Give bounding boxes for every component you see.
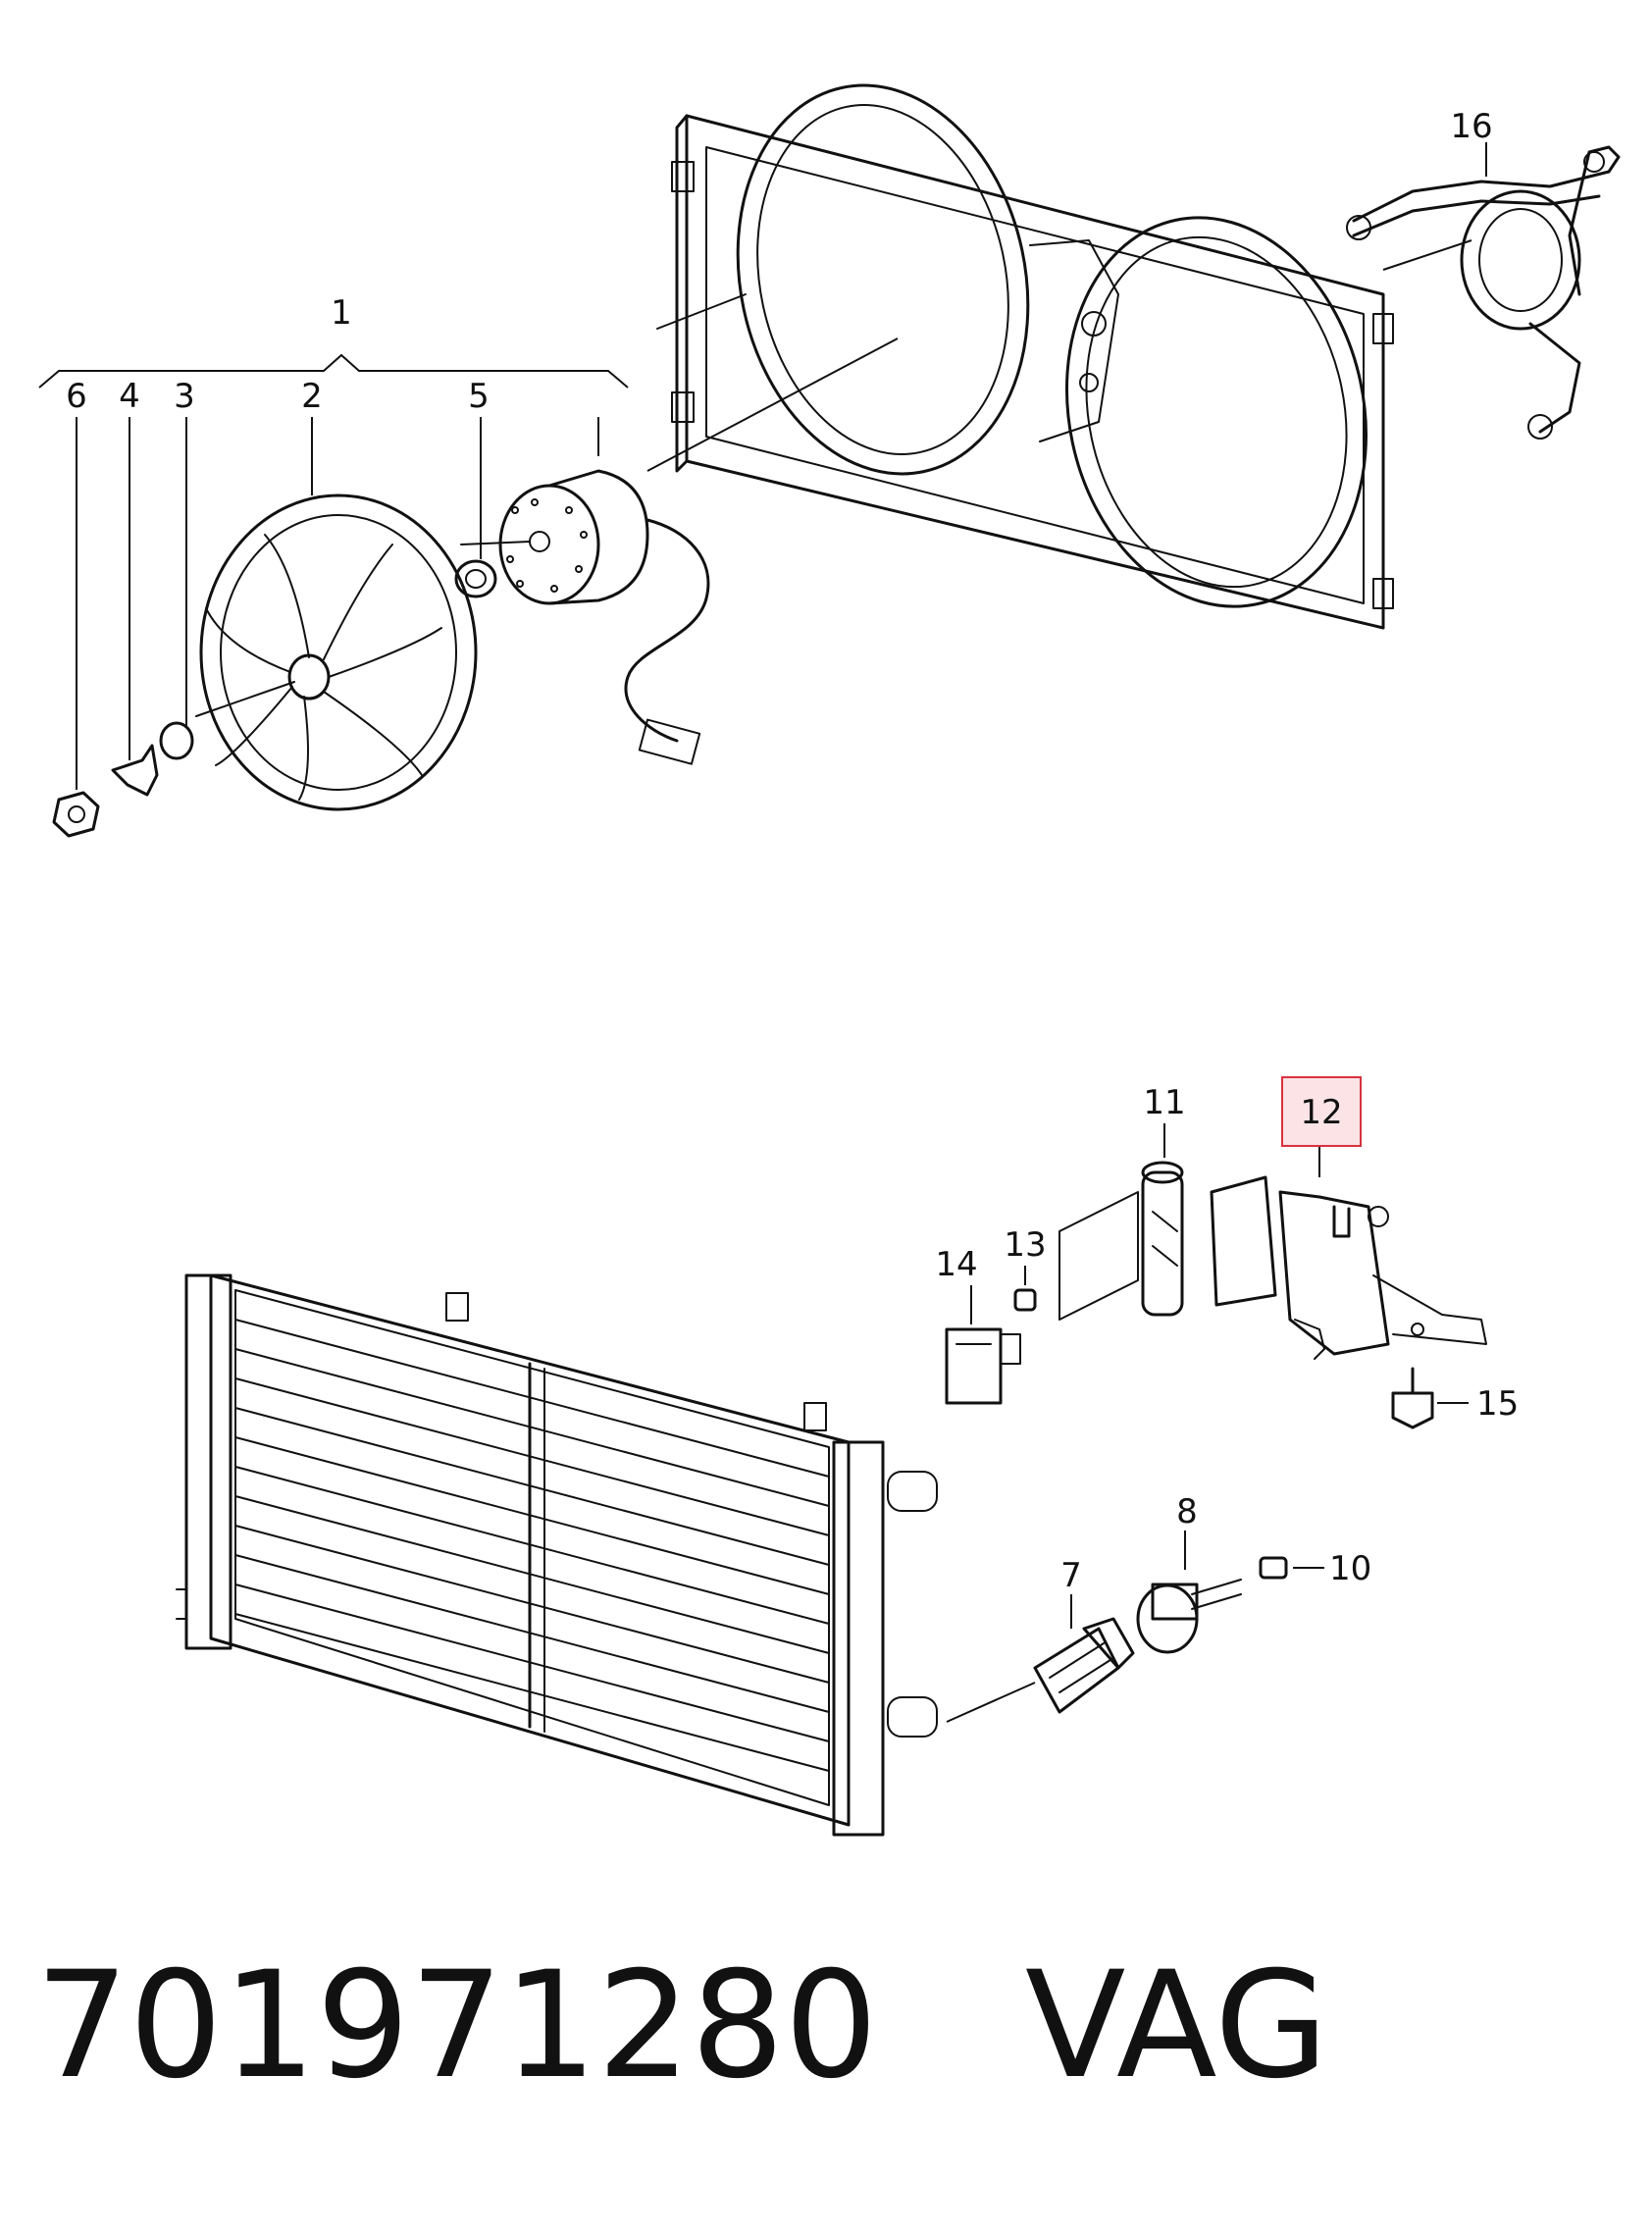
connector bbox=[945, 1327, 1021, 1405]
clip bbox=[1058, 1161, 1184, 1321]
shroud-bracket bbox=[1346, 145, 1621, 440]
callout-4[interactable]: 4 bbox=[119, 377, 140, 416]
fan-motor bbox=[460, 469, 710, 765]
fan-wheel bbox=[195, 493, 478, 811]
seal-ring bbox=[454, 559, 497, 598]
callout-5[interactable]: 5 bbox=[468, 377, 490, 416]
part-number-footer: 701971280 VAG bbox=[35, 1913, 1605, 2139]
callout-3[interactable]: 3 bbox=[174, 377, 195, 416]
radiator bbox=[176, 1273, 1036, 1837]
hex-nut bbox=[52, 791, 100, 838]
callout-12[interactable]: 12 bbox=[1300, 1093, 1342, 1132]
circlip bbox=[159, 721, 194, 760]
bush bbox=[1259, 1556, 1288, 1580]
callout-10[interactable]: 10 bbox=[1329, 1549, 1371, 1588]
callout-8[interactable]: 8 bbox=[1176, 1492, 1198, 1531]
temperature-switch bbox=[1033, 1617, 1135, 1714]
callout-6[interactable]: 6 bbox=[66, 377, 87, 416]
fan-clip bbox=[111, 744, 159, 797]
callout-1[interactable]: 1 bbox=[331, 293, 352, 333]
leader-lines bbox=[970, 1123, 1469, 1629]
bolt bbox=[1391, 1367, 1434, 1429]
callout-14[interactable]: 14 bbox=[935, 1245, 977, 1284]
retainer bbox=[1013, 1288, 1037, 1312]
callout-highlight-box bbox=[1281, 1076, 1362, 1147]
callout-16[interactable]: 16 bbox=[1450, 107, 1492, 146]
group-bracket bbox=[38, 353, 629, 389]
mounting-bracket bbox=[1210, 1175, 1487, 1360]
brand-name: VAG bbox=[1024, 1941, 1329, 2111]
callout-13[interactable]: 13 bbox=[1004, 1225, 1046, 1265]
fan-shroud bbox=[646, 83, 1394, 630]
callout-11[interactable]: 11 bbox=[1143, 1083, 1185, 1122]
callout-2[interactable]: 2 bbox=[301, 377, 323, 416]
callout-15[interactable]: 15 bbox=[1476, 1384, 1519, 1424]
part-number: 701971280 bbox=[35, 1941, 878, 2111]
coolant-sender bbox=[1136, 1579, 1242, 1654]
callout-7[interactable]: 7 bbox=[1060, 1556, 1082, 1595]
